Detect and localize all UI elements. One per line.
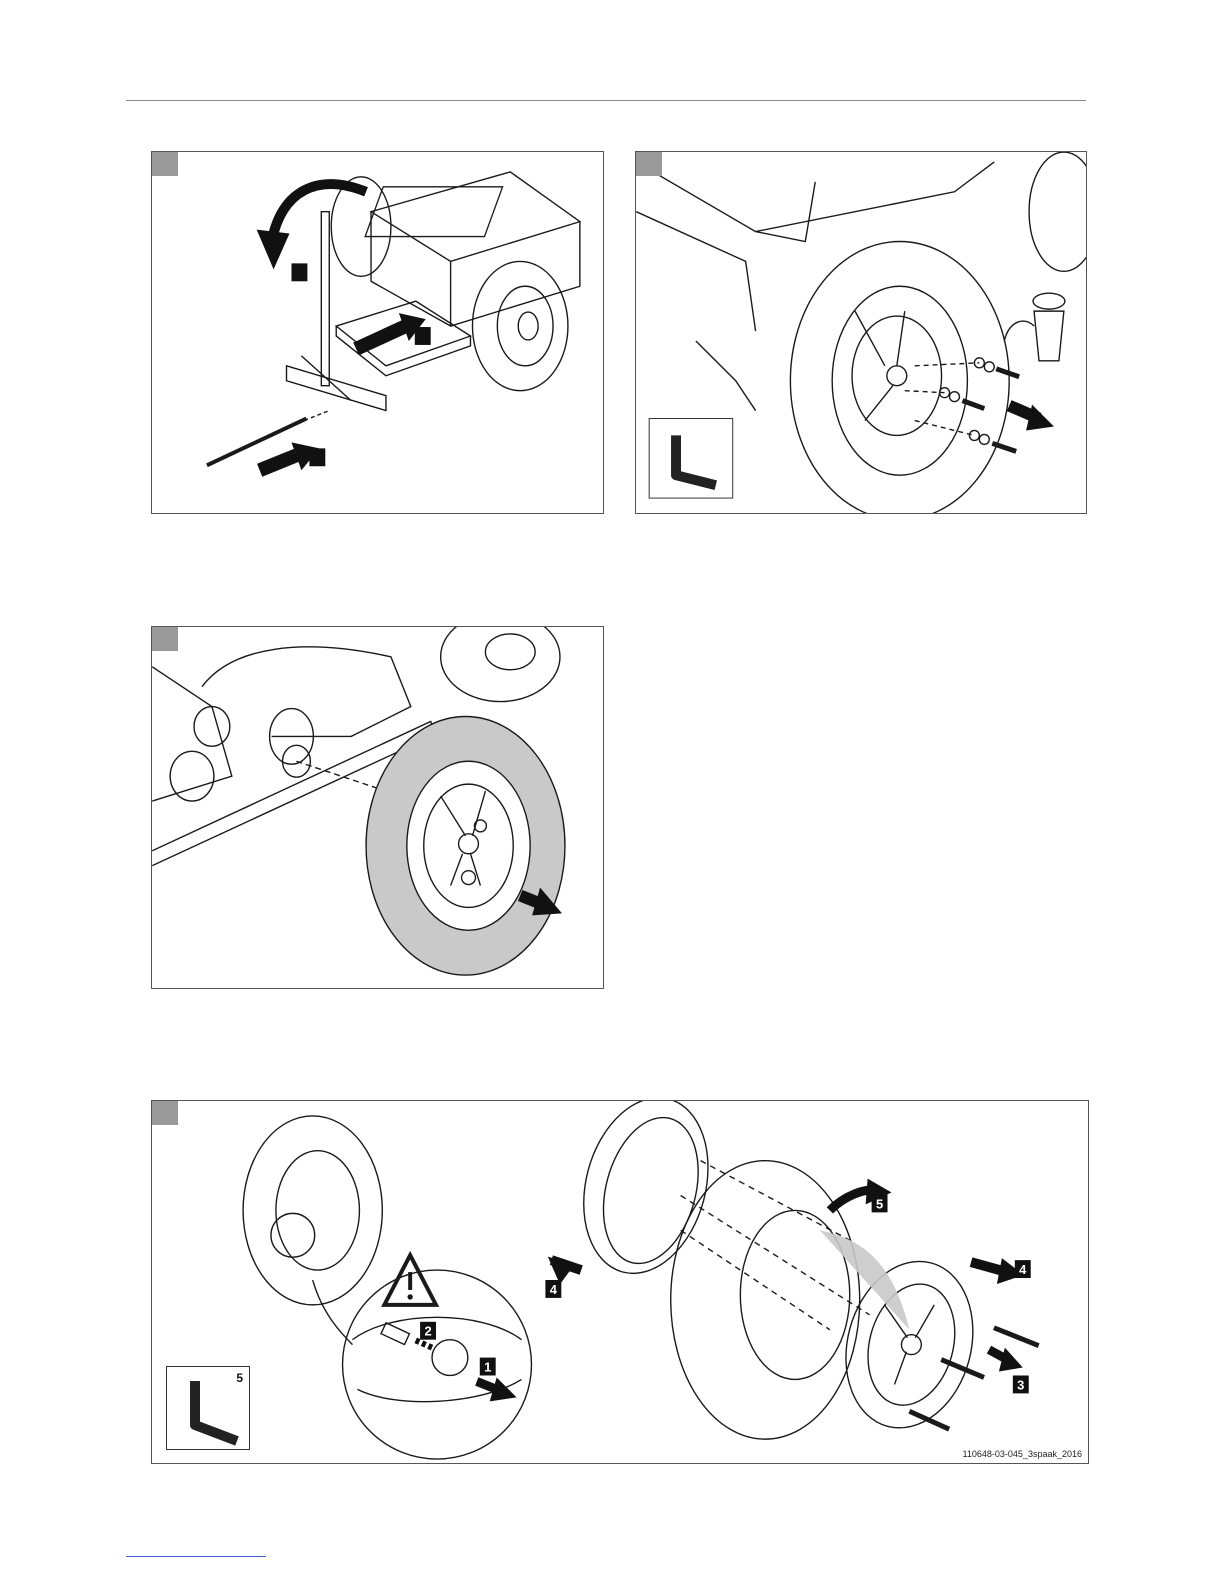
panel-tab	[152, 152, 178, 176]
step-label-5: 5	[876, 1196, 883, 1211]
header-rule	[126, 100, 1086, 101]
figure-panel-pull-wheel	[151, 626, 604, 989]
figure-panel-lift-jack	[151, 151, 604, 514]
hex-key-inset: 5	[166, 1366, 250, 1450]
panel-tab	[636, 152, 662, 176]
figure-caption: 110648-03-045_3spaak_2016	[963, 1449, 1082, 1459]
panel-tab	[152, 1101, 178, 1125]
figure-panel-remove-bolts	[635, 151, 1087, 514]
step-label-1: 1	[484, 1360, 491, 1375]
lift-jack-illustration	[152, 152, 603, 513]
hex-key-icon	[167, 1367, 249, 1449]
step-label-3: 3	[1017, 1377, 1024, 1392]
panel-tab	[152, 627, 178, 651]
step-label-4-left: 4	[550, 1282, 558, 1297]
figure-panel-disassemble-rim: 2 1 3 4 4 5 5 110648-03-045_3spaak_2016	[151, 1100, 1089, 1464]
footer-rule	[126, 1556, 266, 1557]
step-label-2: 2	[424, 1324, 431, 1339]
step-label-4-right: 4	[1019, 1262, 1027, 1277]
pull-wheel-illustration	[152, 627, 603, 988]
disassemble-rim-illustration: 2 1 3 4 4 5	[152, 1101, 1088, 1463]
remove-bolts-illustration	[636, 152, 1086, 513]
